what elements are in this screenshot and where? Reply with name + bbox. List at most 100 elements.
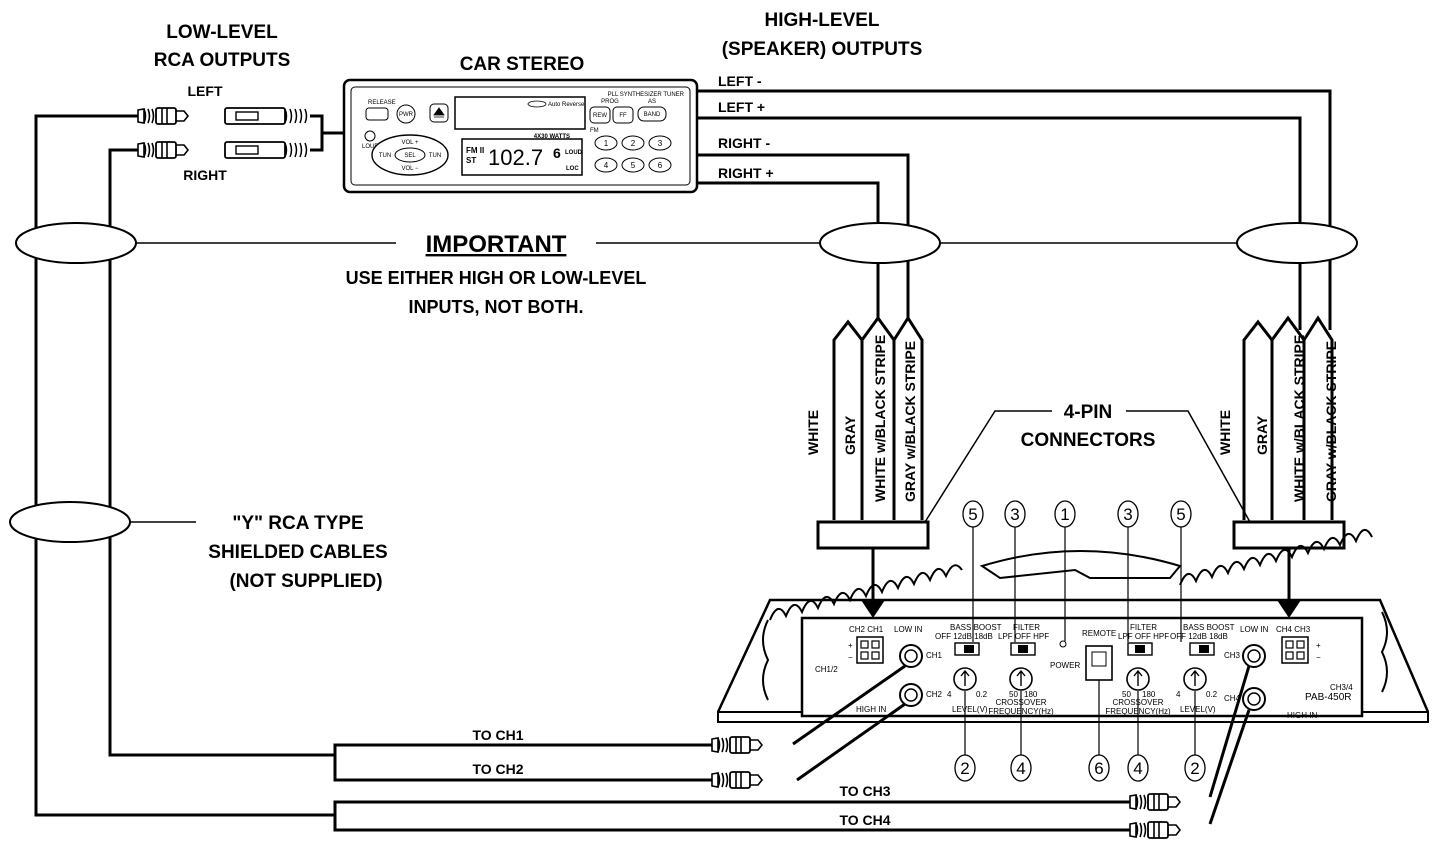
remote-label: REMOTE — [1082, 629, 1116, 638]
vol-minus-label: VOL − — [402, 166, 419, 172]
amp-ch34-label: CH3/4 — [1330, 683, 1353, 692]
auto-reverse-label: Auto Reverse — [548, 102, 585, 108]
high-in-label-right: HIGH IN — [1287, 711, 1317, 720]
vol-plus-label: VOL + — [402, 140, 419, 146]
jack-ch4-label: CH4 — [1224, 694, 1241, 703]
rca-to-stereo-wire — [310, 114, 344, 152]
preset-label: 4 — [604, 161, 609, 170]
socket-pins-left — [860, 640, 880, 660]
rca-jack-ch4[interactable] — [1242, 687, 1266, 711]
preset-button[interactable] — [621, 135, 645, 151]
callout-top-leaders — [972, 527, 1182, 642]
release-button[interactable] — [365, 107, 389, 121]
remote-port-inner — [1091, 651, 1107, 667]
plug-to-jack-lines — [792, 664, 1251, 825]
eject-icon — [433, 107, 445, 118]
y-cable-label-2: SHIELDED CABLES — [208, 542, 387, 563]
callout-bottom-leaders — [964, 680, 1196, 755]
ff-label: FF — [619, 113, 627, 119]
high-in-label-left: HIGH IN — [856, 705, 886, 714]
rca-jack-ch4-inner — [1247, 692, 1261, 706]
band-button[interactable] — [637, 106, 667, 122]
sel-label: SEL — [404, 153, 416, 159]
connector-left — [816, 520, 930, 550]
level-label-right: LEVEL(V) — [1180, 705, 1216, 714]
wire-label-white-stripe: WHITE w/BLACK STRIPE — [1291, 335, 1307, 502]
crossover-knob-left[interactable] — [1009, 667, 1033, 691]
socket-plus-right: + — [1316, 641, 1321, 650]
filter-options-right: LPF OFF HPF — [1118, 632, 1169, 641]
speaker-output-wires — [697, 89, 1332, 330]
connectors-leaders — [924, 410, 1251, 523]
socket-minus-right: − — [1316, 653, 1321, 662]
wire-label-gray: GRAY — [1254, 415, 1270, 455]
rca-left-plug-cable — [137, 107, 189, 125]
car-stereo-header: CAR STEREO — [460, 54, 585, 75]
loud-button[interactable] — [364, 130, 376, 142]
rca-jack-ch2[interactable] — [899, 683, 923, 707]
socket-pins-right — [1285, 640, 1305, 660]
to-ch4-label: TO CH4 — [839, 812, 890, 828]
jack-ch3-label: CH3 — [1224, 651, 1241, 660]
tun-left-label: TUN — [379, 153, 391, 159]
socket-minus-left: − — [848, 653, 853, 662]
jack-ch2-label: CH2 — [926, 690, 943, 699]
rca-cables-to-amp — [333, 743, 1130, 832]
rca-plug-ch2 — [711, 771, 763, 789]
important-line-1: USE EITHER HIGH OR LOW-LEVEL — [346, 268, 647, 288]
wire-labels-right: WHITE GRAY WHITE w/BLACK STRIPE GRAY w/B… — [1217, 335, 1339, 502]
power-label: POWER — [1050, 661, 1080, 670]
rca-jack-ch3-inner — [1247, 649, 1261, 663]
connector-right — [1232, 520, 1346, 550]
y-cable-label-1: "Y" RCA TYPE — [232, 513, 363, 534]
level-knob-left[interactable] — [953, 667, 977, 691]
rew-button[interactable] — [589, 106, 611, 124]
ch4-ch3-label: CH4 CH3 — [1276, 625, 1311, 634]
wire-label-gray-stripe: GRAY w/BLACK STRIPE — [902, 341, 918, 502]
preset-button[interactable] — [594, 157, 618, 173]
rca-jack-ch3[interactable] — [1242, 644, 1266, 668]
rca-left-label: LEFT — [188, 83, 223, 99]
rca-left-jack — [224, 107, 308, 125]
callout-top-3: 1 — [1060, 505, 1069, 524]
low-in-label-right: LOW IN — [1240, 625, 1269, 634]
callout-bottom-2: 4 — [1016, 759, 1025, 778]
fm-preset-label: FM — [590, 128, 599, 134]
rca-cables-left — [34, 114, 335, 817]
level-knob-right[interactable] — [1183, 667, 1207, 691]
prog-label: PROG — [601, 99, 619, 105]
remote-port[interactable] — [1085, 645, 1113, 681]
rca-right-plug-cable — [137, 141, 189, 159]
connector-arrows — [861, 548, 1301, 618]
wire-label-gray-stripe: GRAY w/BLACK STRIPE — [1323, 341, 1339, 502]
preset-button[interactable] — [594, 135, 618, 151]
level-label-left: LEVEL(V) — [952, 705, 988, 714]
frequency-readout: 102.7 — [488, 145, 543, 170]
tun-right-label: TUN — [429, 153, 441, 159]
amp-model-label: PAB-450R — [1305, 692, 1352, 703]
ff-button[interactable] — [612, 106, 634, 124]
preset-button[interactable] — [648, 157, 672, 173]
bass-boost-label-right: BASS BOOST — [1183, 623, 1235, 632]
rca-right-jack — [224, 141, 308, 159]
crossover-knob-right[interactable] — [1126, 667, 1150, 691]
loud-indicator: LOUD — [565, 150, 583, 156]
amp-top-cover — [979, 550, 1182, 580]
band-indicator: FM II — [466, 146, 484, 155]
rca-right-label: RIGHT — [183, 167, 227, 183]
rca-plug-ch4 — [1129, 821, 1181, 839]
rca-jack-ch1[interactable] — [899, 644, 923, 668]
speaker-left-minus-label: LEFT - — [718, 73, 762, 89]
xover-max-right: 180 — [1142, 690, 1156, 699]
level-max-left: 0.2 — [976, 690, 988, 699]
callouts-bottom — [954, 754, 1206, 782]
callout-bottom-5: 2 — [1190, 759, 1199, 778]
pwr-button[interactable] — [396, 104, 416, 124]
sel-button[interactable] — [394, 147, 426, 163]
power-led — [1059, 640, 1067, 648]
preset-button[interactable] — [621, 157, 645, 173]
wire-label-gray: GRAY — [842, 415, 858, 455]
loud-label: LOUD — [362, 144, 379, 150]
preset-button[interactable] — [648, 135, 672, 151]
